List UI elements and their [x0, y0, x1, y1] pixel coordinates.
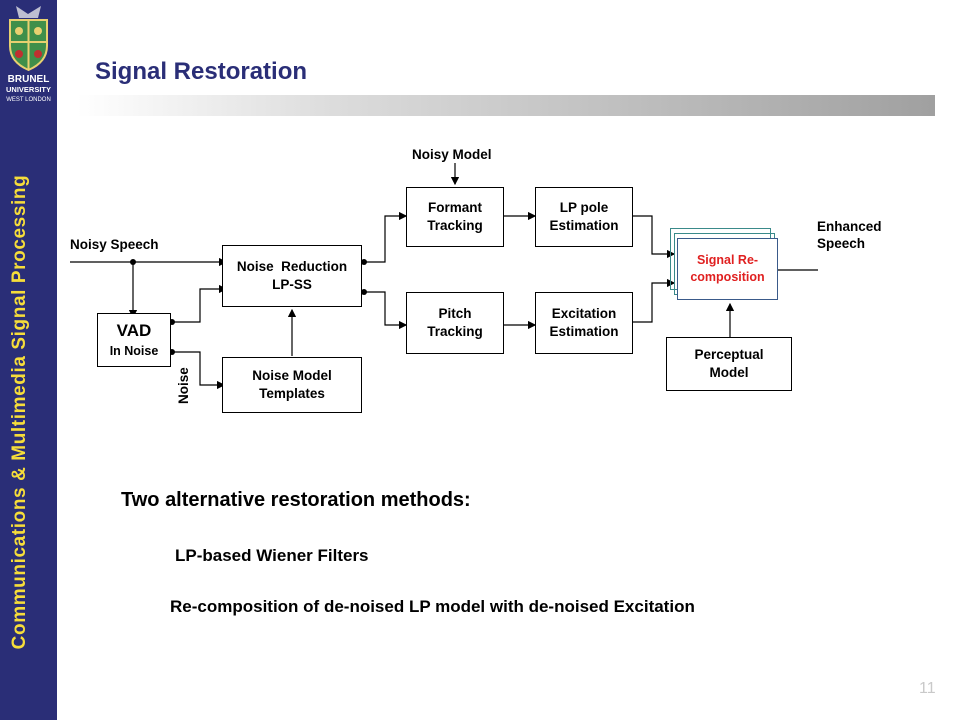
noise-reduction-line2: LP-SS — [272, 277, 312, 292]
noise-reduction-block: Noise Reduction LP-SS — [222, 245, 362, 307]
signal-recomp-line1: Signal Re- — [696, 253, 759, 268]
enhanced-speech-label: Enhanced Speech — [817, 219, 882, 253]
excitation-line2: Estimation — [549, 324, 619, 339]
title-bar — [77, 95, 935, 116]
noisy-model-label: Noisy Model — [412, 147, 492, 162]
lp-pole-block: LP pole Estimation — [535, 187, 633, 247]
noisy-speech-label: Noisy Speech — [70, 237, 159, 252]
vad-title: VAD — [116, 321, 152, 341]
formant-tracking-block: Formant Tracking — [406, 187, 504, 247]
formant-line2: Tracking — [427, 218, 483, 233]
page-number: 11 — [919, 680, 936, 697]
noise-model-block: Noise Model Templates — [222, 357, 362, 413]
signal-recomp-line2: composition — [690, 270, 765, 284]
perceptual-line2: Model — [709, 365, 749, 380]
university-logo: BRUNEL UNIVERSITY WEST LONDON — [2, 2, 55, 106]
noise-reduction-line1: Noise Reduction — [236, 258, 348, 274]
perceptual-line1: Perceptual — [694, 346, 764, 362]
lp-pole-line2: Estimation — [549, 218, 619, 233]
lp-pole-line1: LP pole — [559, 199, 609, 215]
page-title: Signal Restoration — [95, 58, 308, 85]
vad-subtitle: In Noise — [109, 344, 159, 359]
sidebar: BRUNEL UNIVERSITY WEST LONDON Communicat… — [0, 0, 57, 720]
enhanced-line1: Enhanced — [817, 219, 882, 234]
noise-label: Noise — [176, 367, 191, 404]
signal-recomposition-block: Signal Re- composition — [677, 238, 778, 300]
methods-heading: Two alternative restoration methods: — [121, 489, 471, 511]
excitation-line1: Excitation — [551, 305, 617, 321]
logo-text-brunel: BRUNEL — [8, 74, 50, 85]
vad-block: VAD In Noise — [97, 313, 171, 367]
perceptual-model-block: Perceptual Model — [666, 337, 792, 391]
noise-model-line2: Templates — [259, 386, 325, 401]
method-item-1: LP-based Wiener Filters — [175, 546, 369, 565]
logo-text-university: UNIVERSITY — [6, 85, 51, 94]
formant-line1: Formant — [428, 199, 482, 215]
pitch-line2: Tracking — [427, 324, 483, 339]
excitation-block: Excitation Estimation — [535, 292, 633, 354]
pitch-line1: Pitch — [438, 305, 472, 321]
logo-text-west-london: WEST LONDON — [6, 97, 51, 103]
method-item-2: Re-composition of de-noised LP model wit… — [170, 597, 695, 616]
noise-model-line1: Noise Model — [252, 367, 332, 383]
enhanced-line2: Speech — [817, 235, 866, 251]
pitch-tracking-block: Pitch Tracking — [406, 292, 504, 354]
